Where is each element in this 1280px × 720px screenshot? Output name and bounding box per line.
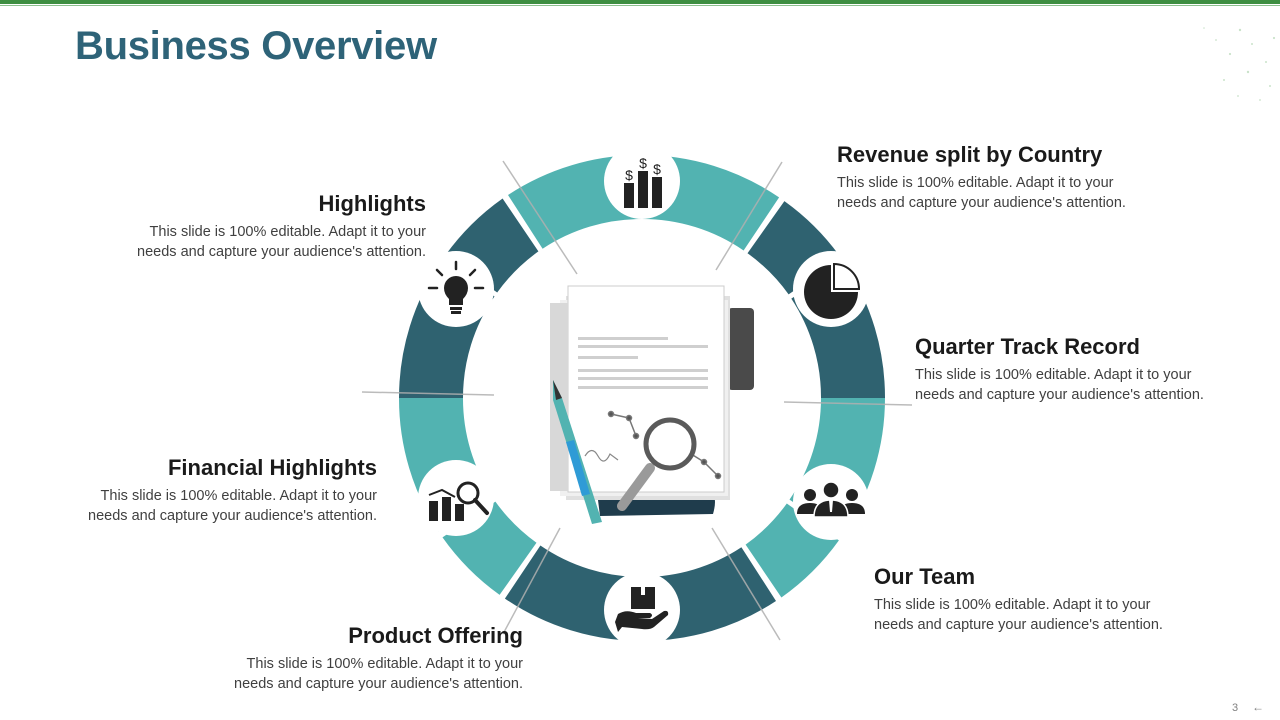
signature bbox=[584, 449, 619, 462]
svg-text:$: $ bbox=[653, 161, 661, 177]
team-description-line1: This slide is 100% editable. Adapt it to… bbox=[874, 597, 1151, 613]
document-text-lines bbox=[578, 337, 708, 389]
revenue-block: Revenue split by Country This slide is 1… bbox=[837, 142, 1126, 213]
team-block: Our Team This slide is 100% editable. Ad… bbox=[874, 564, 1163, 635]
team-description-line2: needs and capture your audience's attent… bbox=[874, 616, 1163, 633]
product-block: Product Offering This slide is 100% edit… bbox=[234, 623, 523, 694]
documents-illustration bbox=[550, 285, 754, 524]
chart-magnifier-icon bbox=[428, 481, 489, 521]
team-heading: Our Team bbox=[874, 564, 976, 589]
revenue-description-line1: This slide is 100% editable. Adapt it to… bbox=[837, 175, 1114, 191]
pie-chart-icon bbox=[804, 262, 861, 319]
product-heading: Product Offering bbox=[348, 623, 523, 648]
financial-description-line2: needs and capture your audience's attent… bbox=[88, 507, 377, 524]
quarter-block: Quarter Track Record This slide is 100% … bbox=[915, 334, 1204, 405]
product-description-line2: needs and capture your audience's attent… bbox=[234, 675, 523, 692]
pencil bbox=[553, 380, 602, 524]
revenue-heading: Revenue split by Country bbox=[837, 142, 1103, 167]
product-description-line1: This slide is 100% editable. Adapt it to… bbox=[246, 656, 523, 672]
back-arrow-icon[interactable]: ← bbox=[1252, 700, 1264, 714]
decorative-sparkle bbox=[1203, 27, 1276, 101]
box-in-hand-icon bbox=[615, 587, 669, 632]
top-accent-line bbox=[0, 5, 1280, 6]
lightbulb-icon bbox=[427, 260, 485, 314]
team-icon bbox=[797, 481, 865, 518]
quarter-description-line1: This slide is 100% editable. Adapt it to… bbox=[915, 367, 1192, 383]
highlights-block: Highlights This slide is 100% editable. … bbox=[137, 191, 426, 262]
highlights-description-line1: This slide is 100% editable. Adapt it to… bbox=[149, 224, 426, 240]
svg-text:$: $ bbox=[639, 155, 647, 171]
revenue-description-line2: needs and capture your audience's attent… bbox=[837, 194, 1126, 211]
dollar-bar-chart-icon: $ $ $ bbox=[624, 155, 662, 208]
quarter-description-line2: needs and capture your audience's attent… bbox=[915, 386, 1204, 403]
financial-description-line1: This slide is 100% editable. Adapt it to… bbox=[100, 488, 377, 504]
magnifier bbox=[617, 417, 697, 511]
financial-heading: Financial Highlights bbox=[167, 455, 377, 480]
quarter-heading: Quarter Track Record bbox=[915, 334, 1140, 359]
page-number: 3 bbox=[1232, 702, 1239, 714]
highlights-description-line2: needs and capture your audience's attent… bbox=[137, 243, 426, 260]
financial-block: Financial Highlights This slide is 100% … bbox=[88, 455, 377, 526]
highlights-heading: Highlights bbox=[318, 191, 426, 216]
svg-text:$: $ bbox=[625, 167, 633, 183]
page-title: Business Overview bbox=[75, 24, 437, 68]
separator-lines bbox=[361, 160, 913, 641]
top-accent-bar bbox=[0, 0, 1280, 4]
